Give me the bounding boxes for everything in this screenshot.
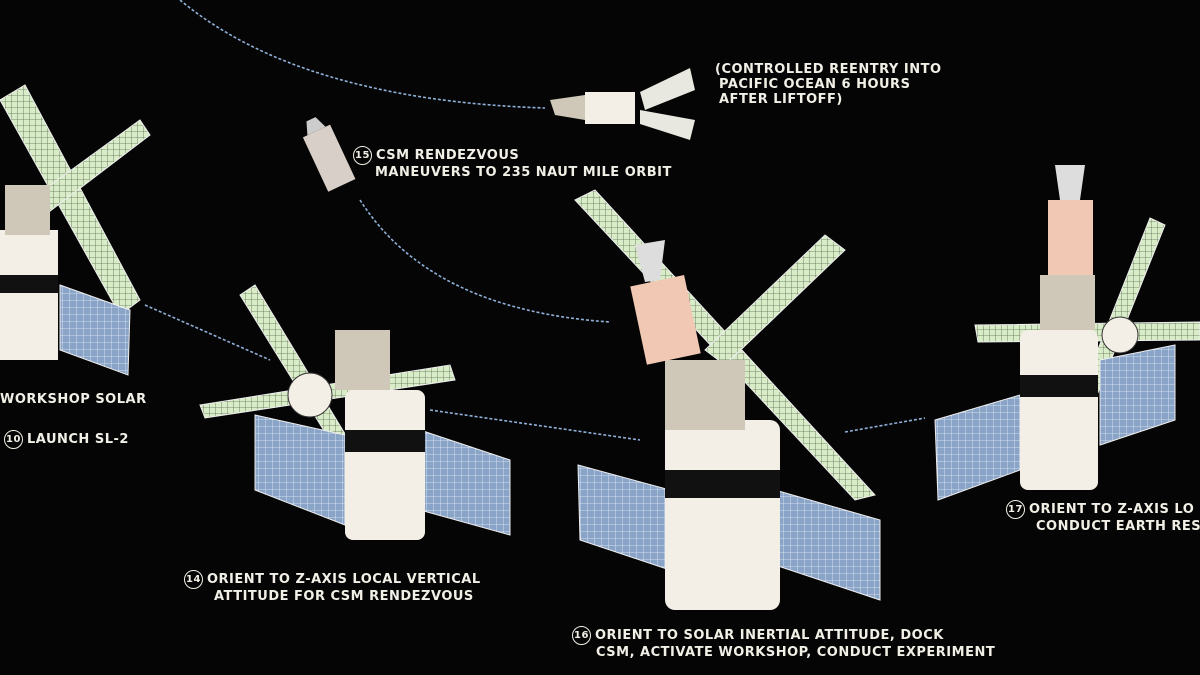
step-number-badge: 10 xyxy=(4,430,23,449)
skylab-station-14 xyxy=(199,284,511,540)
caption-line: CSM RENDEZVOUS xyxy=(376,148,520,163)
caption-line: ATTITUDE FOR CSM RENDEZVOUS xyxy=(214,589,474,604)
caption-line: MANEUVERS TO 235 NAUT MILE ORBIT xyxy=(375,165,672,180)
caption-line: (CONTROLLED REENTRY INTO xyxy=(715,62,942,77)
caption-line: LAUNCH SL-2 xyxy=(27,432,129,447)
caption-line: PACIFIC OCEAN 6 HOURS xyxy=(719,77,911,92)
reentry-spacecraft xyxy=(550,68,695,140)
step-number-badge: 17 xyxy=(1006,500,1025,519)
step-number-badge: 15 xyxy=(353,146,372,165)
skylab-station-10 xyxy=(0,84,151,376)
step-16-caption: 16 ORIENT TO SOLAR INERTIAL ATTITUDE, DOC… xyxy=(572,626,995,660)
caption-line: CONDUCT EARTH RES xyxy=(1036,519,1200,534)
caption-line: ORIENT TO SOLAR INERTIAL ATTITUDE, DOCK xyxy=(595,628,944,643)
skylab-station-17 xyxy=(934,165,1200,501)
reentry-caption: (CONTROLLED REENTRY INTO PACIFIC OCEAN 6… xyxy=(715,62,942,107)
csm-spacecraft-15 xyxy=(302,117,356,192)
caption-line: WORKSHOP SOLAR xyxy=(0,392,147,407)
caption-line: CSM, ACTIVATE WORKSHOP, CONDUCT EXPERIME… xyxy=(596,645,996,660)
step-14-caption: 14 ORIENT TO Z-AXIS LOCAL VERTICAL ATTITU… xyxy=(184,570,481,604)
caption-line: ORIENT TO Z-AXIS LOCAL VERTICAL xyxy=(207,572,481,587)
step-number-badge: 14 xyxy=(184,570,203,589)
step-10-caption: 10 LAUNCH SL-2 xyxy=(4,430,129,449)
step-17-caption: 17 ORIENT TO Z-AXIS LO CONDUCT EARTH RES xyxy=(1006,500,1200,534)
caption-line: ORIENT TO Z-AXIS LO xyxy=(1029,502,1195,517)
trajectory-lines xyxy=(144,0,926,441)
caption-line: AFTER LIFTOFF) xyxy=(719,92,843,107)
step-15-caption: 15 CSM RENDEZVOUS MANEUVERS TO 235 NAUT M… xyxy=(353,146,672,180)
workshop-caption: WORKSHOP SOLAR xyxy=(0,392,147,407)
step-number-badge: 16 xyxy=(572,626,591,645)
skylab-station-16 xyxy=(574,189,881,610)
